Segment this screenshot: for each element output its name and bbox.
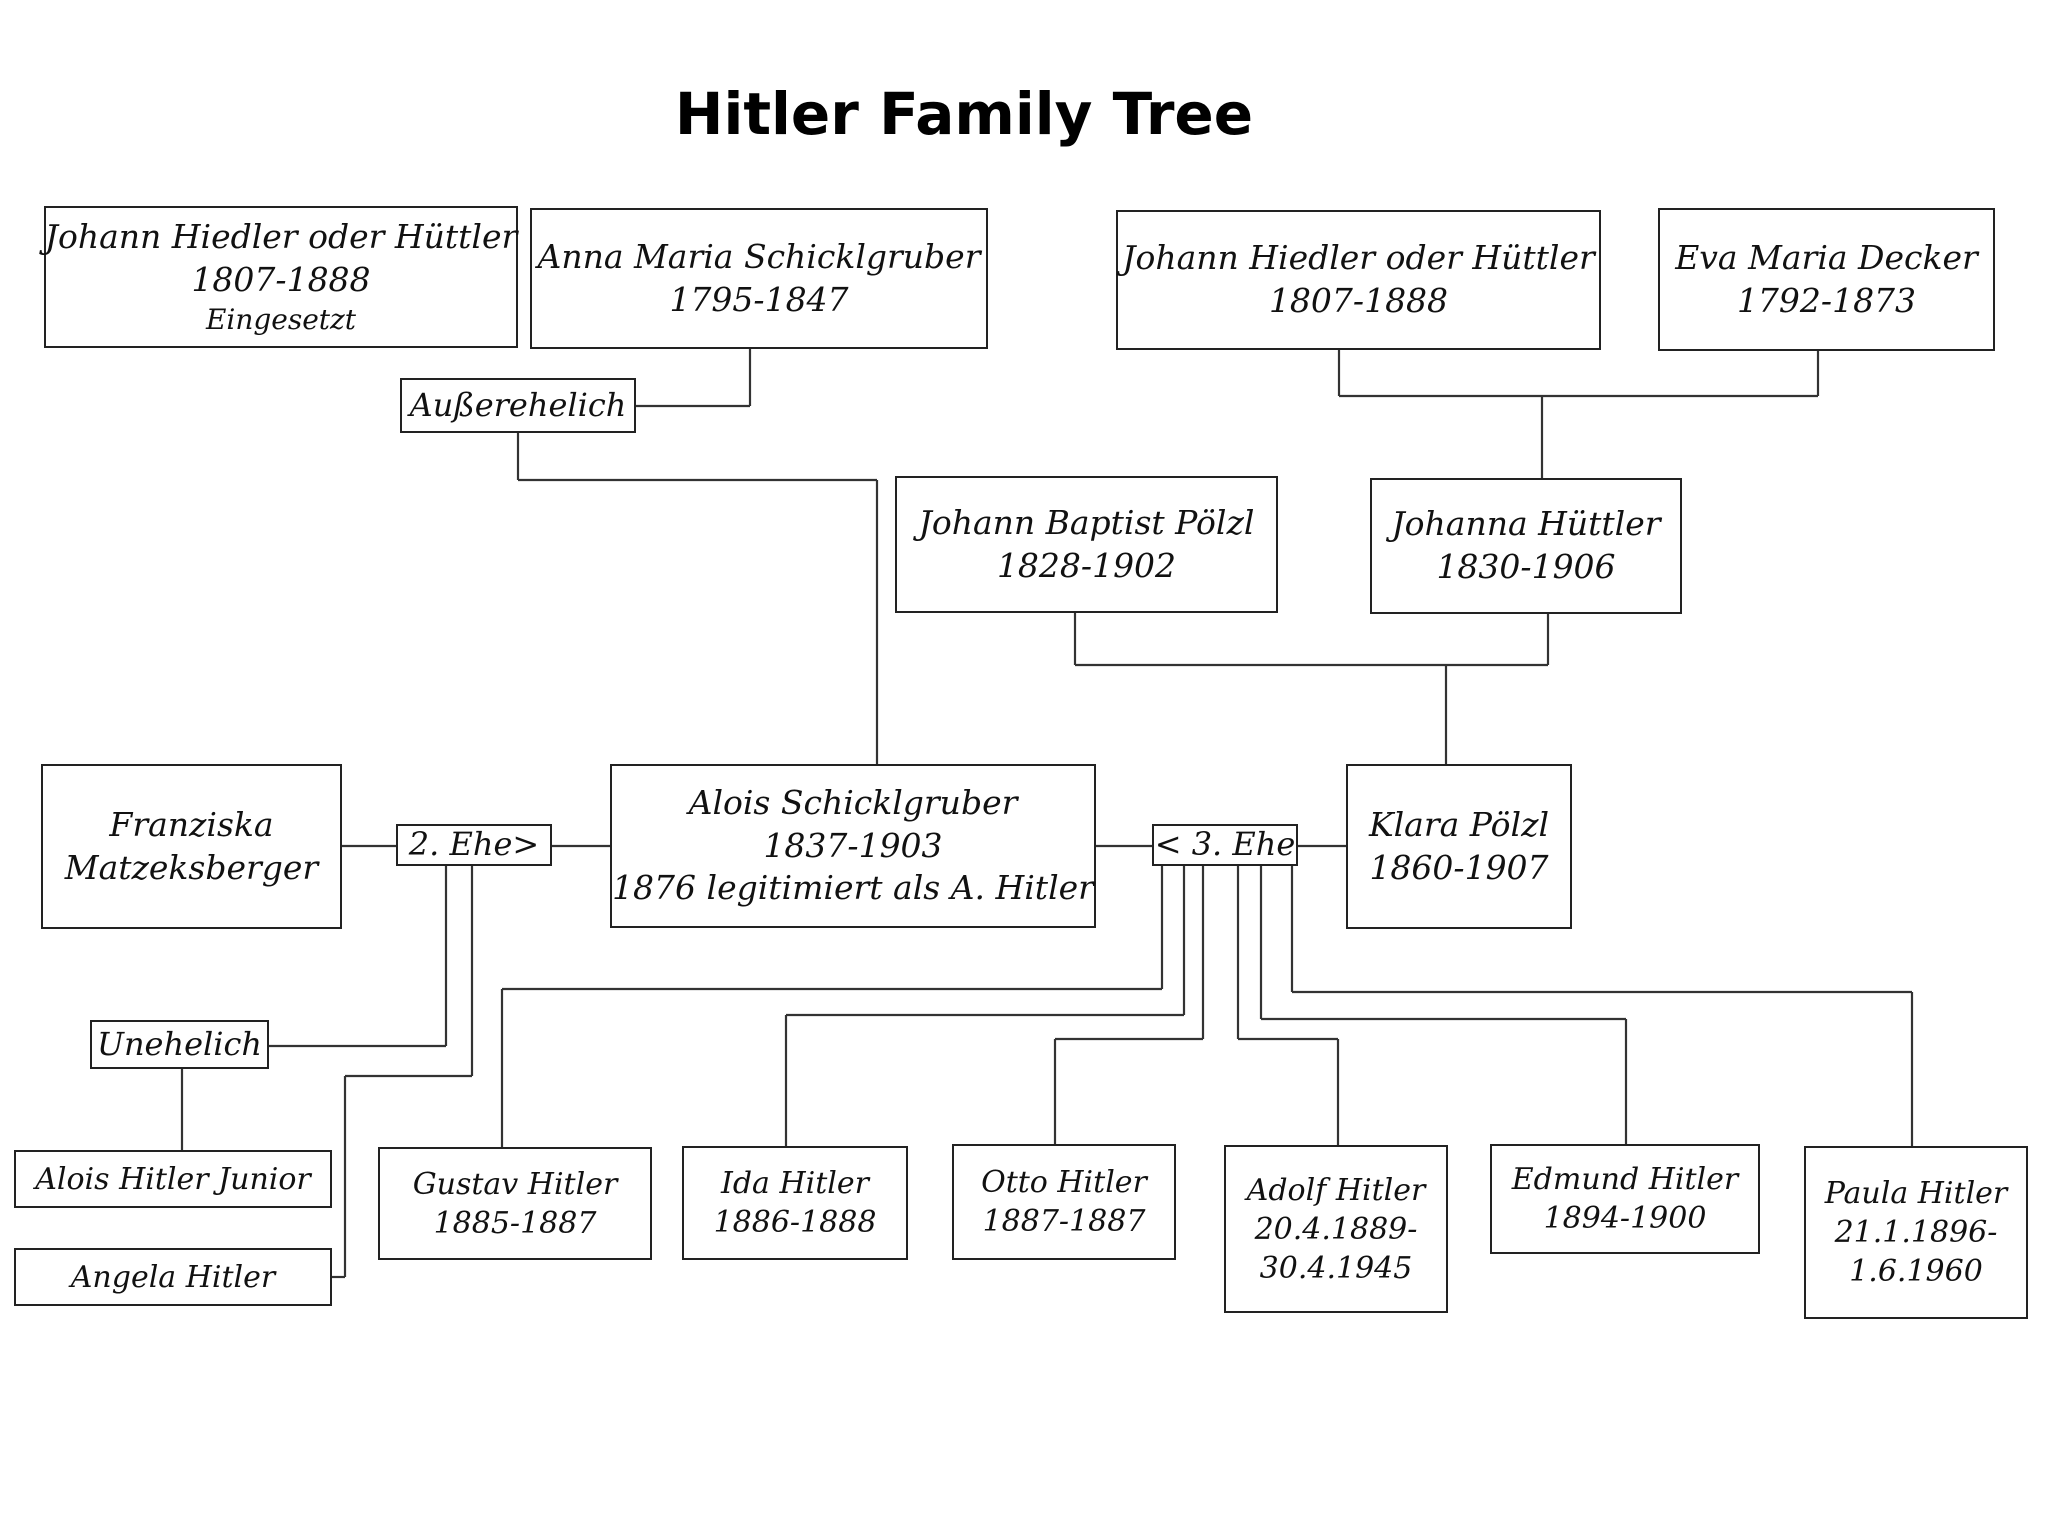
person-name: Johann Hiedler oder Hüttler [44, 216, 518, 256]
person-name: Alois Schicklgruber [688, 782, 1018, 822]
relation-label: Unehelich [96, 1024, 263, 1063]
person-adolf-hitler: Adolf Hitler 20.4.1889- 30.4.1945 [1224, 1145, 1448, 1313]
person-name: Adolf Hitler [1246, 1172, 1426, 1208]
person-name: Alois Hitler Junior [35, 1161, 311, 1197]
person-note: Eingesetzt [205, 302, 357, 336]
person-dates: 1837-1903 [763, 825, 943, 865]
person-dates: 1860-1907 [1369, 847, 1549, 887]
person-dates: 1828-1902 [996, 545, 1177, 585]
person-johann-hiedler-paternal: Johann Hiedler oder Hüttler 1807-1888 Ei… [44, 206, 518, 348]
person-name: Klara Pölzl [1368, 804, 1550, 844]
person-dates: 1886-1888 [713, 1205, 877, 1240]
person-birth: 21.1.1896- [1834, 1215, 1998, 1250]
person-alois-schicklgruber: Alois Schicklgruber 1837-1903 1876 legit… [610, 764, 1096, 928]
relation-ausserehelich: Außerehelich [400, 378, 636, 433]
person-angela-hitler: Angela Hitler [14, 1248, 332, 1306]
person-dates: 1830-1906 [1436, 547, 1616, 586]
person-name: Anna Maria Schicklgruber [537, 236, 981, 276]
person-name-line1: Franziska [109, 804, 274, 844]
person-note: 1876 legitimiert als A. Hitler [612, 868, 1094, 908]
person-dates: 1894-1900 [1543, 1201, 1707, 1236]
person-edmund-hitler: Edmund Hitler 1894-1900 [1490, 1144, 1760, 1254]
person-name: Ida Hitler [721, 1166, 869, 1201]
person-alois-hitler-junior: Alois Hitler Junior [14, 1150, 332, 1208]
person-franziska-matzeksberger: Franziska Matzeksberger [41, 764, 342, 929]
person-eva-maria-decker: Eva Maria Decker 1792-1873 [1658, 208, 1995, 351]
person-name-line2: Matzeksberger [64, 847, 319, 887]
relation-second-marriage: 2. Ehe> [396, 824, 552, 866]
person-dates: 1795-1847 [669, 279, 849, 319]
person-death: 1.6.1960 [1849, 1254, 1983, 1289]
relation-label: 2. Ehe> [408, 825, 540, 864]
person-name: Angela Hitler [70, 1259, 276, 1295]
person-name: Johanna Hüttler [1391, 504, 1661, 544]
person-johanna-huettler: Johanna Hüttler 1830-1906 [1370, 478, 1682, 614]
person-gustav-hitler: Gustav Hitler 1885-1887 [378, 1147, 652, 1260]
relation-label: Außerehelich [409, 385, 627, 424]
person-dates: 1792-1873 [1736, 280, 1917, 320]
relation-unehelich: Unehelich [90, 1020, 269, 1069]
person-birth: 20.4.1889- [1254, 1211, 1418, 1247]
person-name: Johann Baptist Pölzl [918, 502, 1255, 542]
diagram-title: Hitler Family Tree [674, 80, 1254, 148]
person-name: Johann Hiedler oder Hüttler [1122, 238, 1595, 278]
person-name: Paula Hitler [1824, 1176, 2008, 1211]
person-paula-hitler: Paula Hitler 21.1.1896- 1.6.1960 [1804, 1146, 2028, 1319]
person-otto-hitler: Otto Hitler 1887-1887 [952, 1144, 1176, 1260]
person-klara-poelzl: Klara Pölzl 1860-1907 [1346, 764, 1572, 929]
person-name: Eva Maria Decker [1675, 237, 1978, 277]
person-death: 30.4.1945 [1259, 1250, 1413, 1286]
relation-third-marriage: < 3. Ehe [1152, 824, 1298, 866]
person-dates: 1887-1887 [982, 1204, 1146, 1239]
person-dates: 1807-1888 [191, 259, 371, 299]
person-name: Otto Hitler [981, 1165, 1147, 1200]
person-name: Gustav Hitler [412, 1166, 618, 1202]
person-dates: 1807-1888 [1268, 281, 1449, 320]
person-ida-hitler: Ida Hitler 1886-1888 [682, 1146, 908, 1260]
relation-label: < 3. Ehe [1154, 825, 1296, 864]
person-dates: 1885-1887 [433, 1205, 597, 1241]
person-johann-baptist-poelzl: Johann Baptist Pölzl 1828-1902 [895, 476, 1278, 613]
person-name: Edmund Hitler [1511, 1162, 1739, 1197]
person-anna-maria-schicklgruber: Anna Maria Schicklgruber 1795-1847 [530, 208, 988, 349]
person-johann-hiedler-maternal: Johann Hiedler oder Hüttler 1807-1888 [1116, 210, 1601, 350]
